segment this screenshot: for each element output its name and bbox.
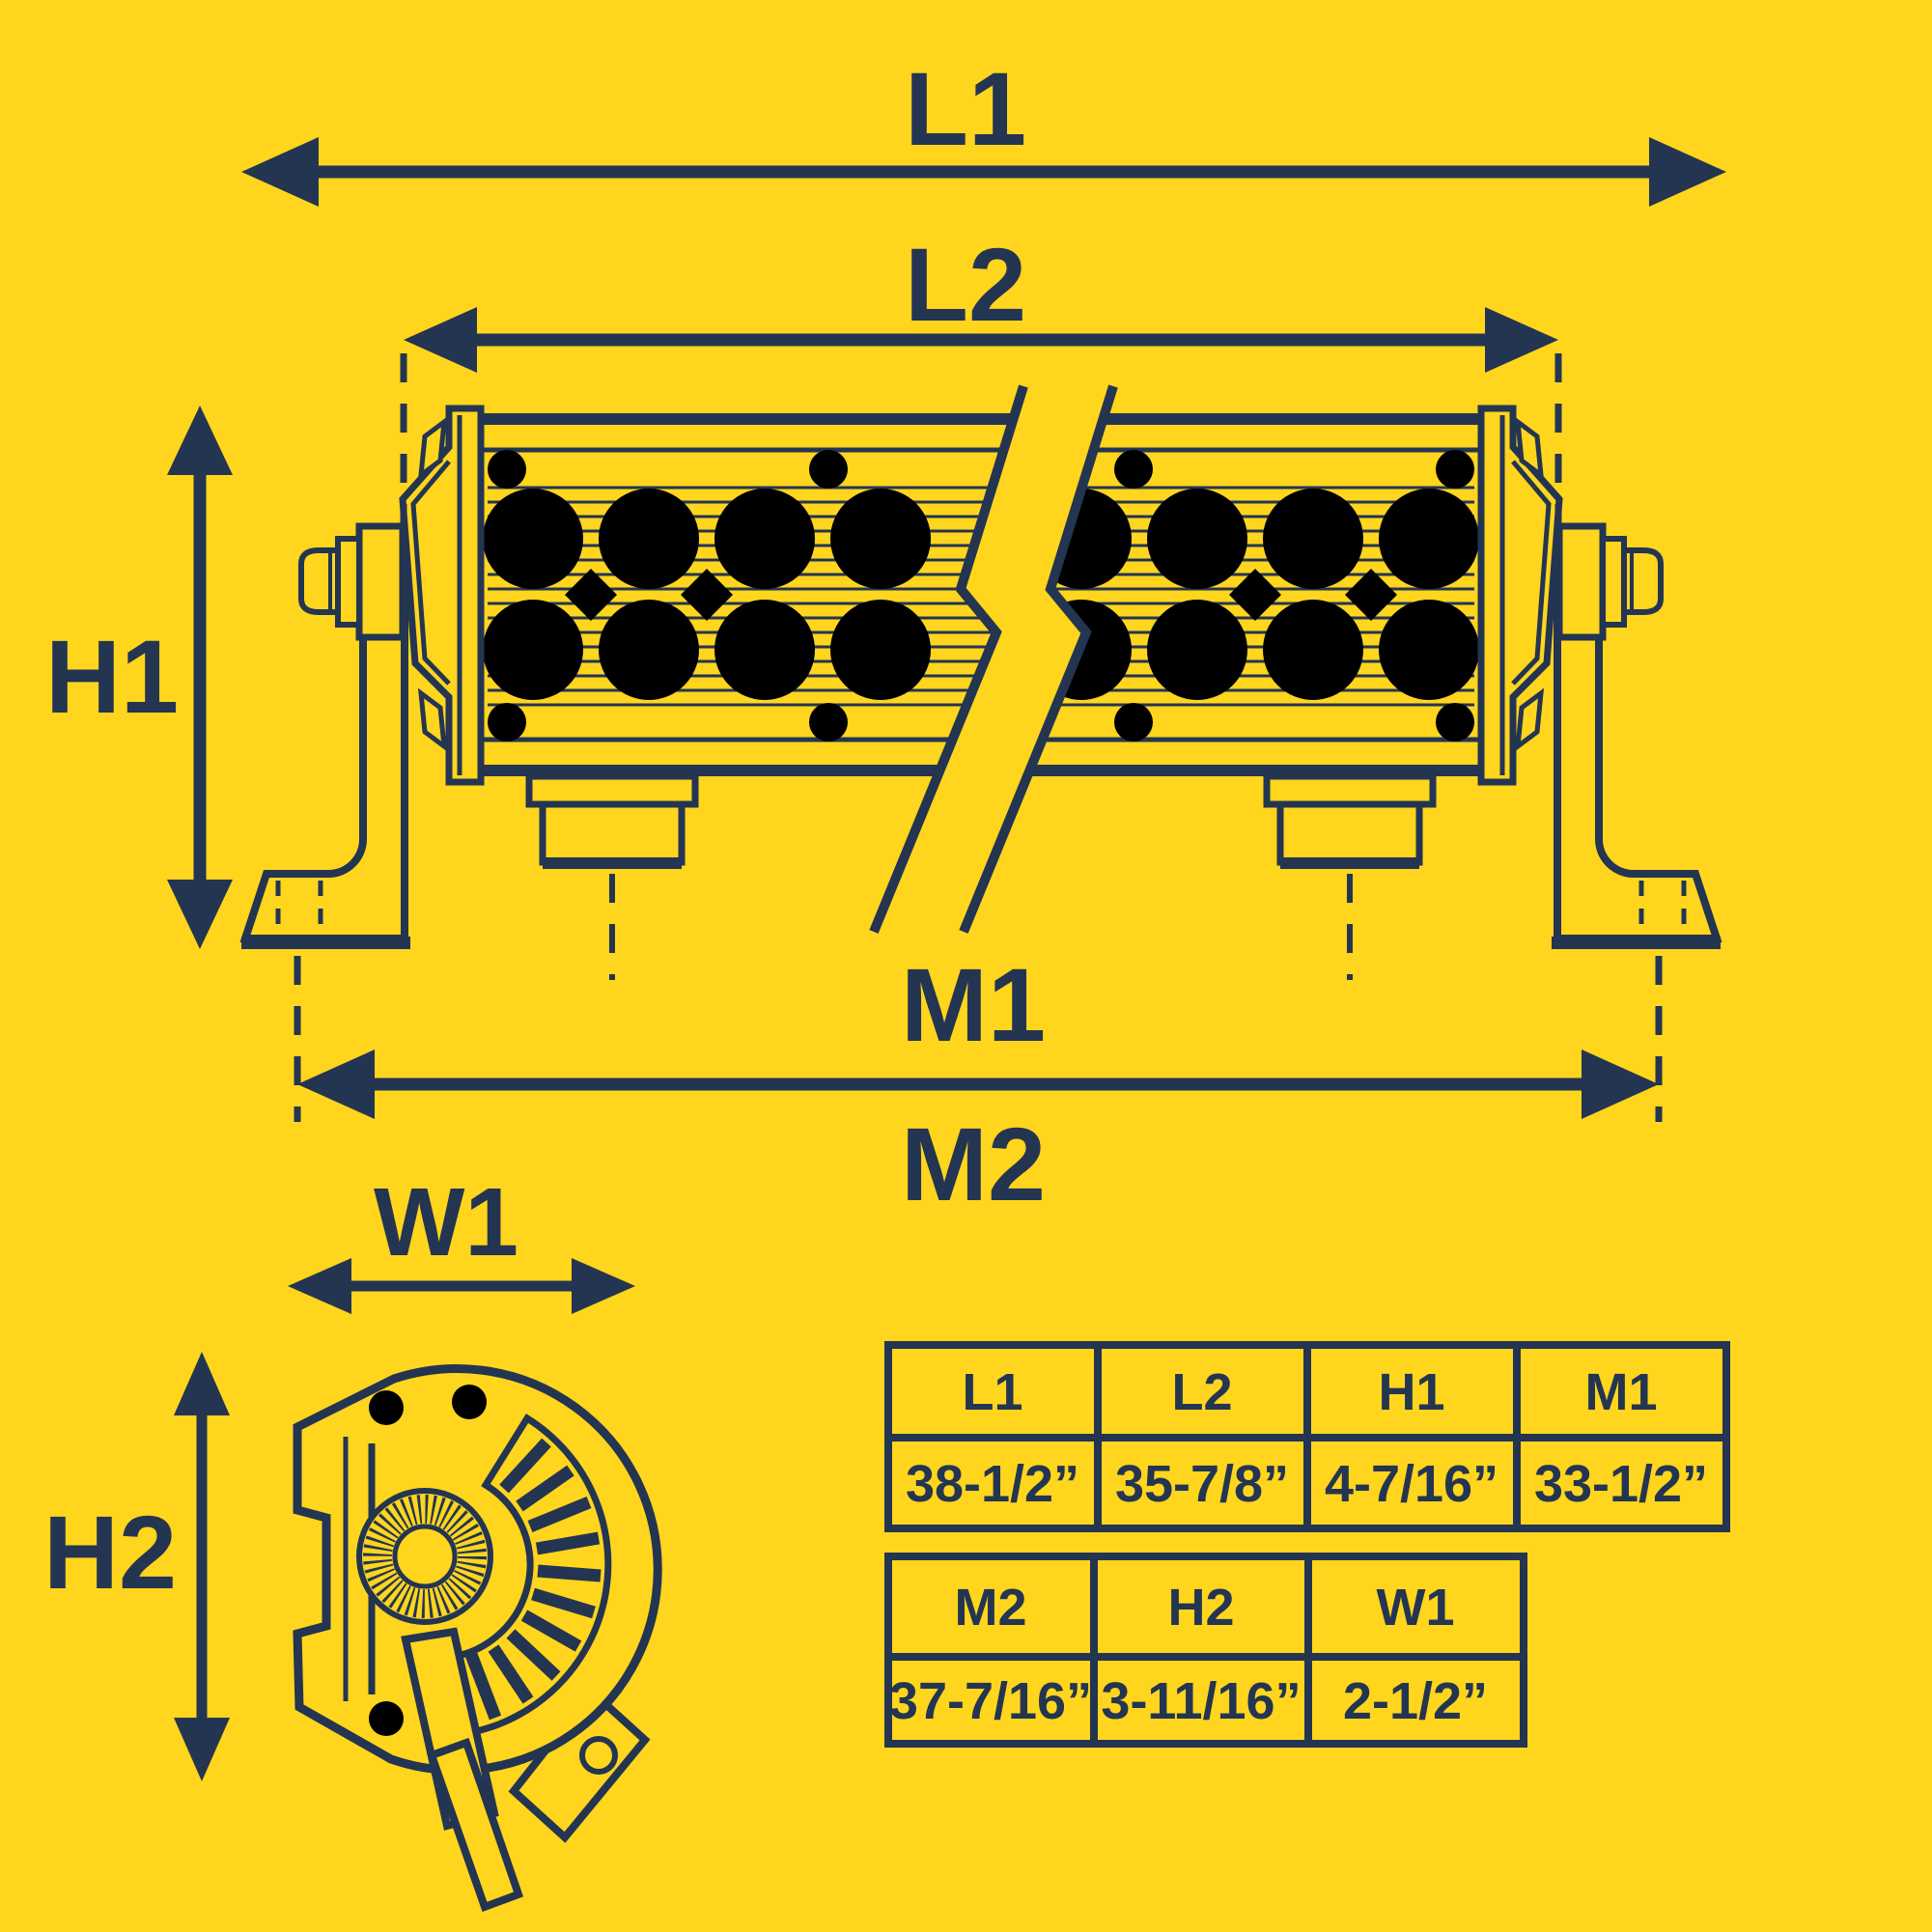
side-cooling-fins (442, 1414, 612, 1739)
dimension-w1: W1 (288, 1168, 635, 1314)
table1-header-h1: H1 (1378, 1363, 1444, 1421)
mounting-bracket-left (239, 542, 410, 949)
h1-arrowhead-bottom (167, 880, 233, 949)
dimension-m1-m2: M1 M2 (294, 874, 1663, 1222)
l2-label: L2 (905, 226, 1026, 343)
table2-value-w1: 2-1/2” (1343, 1672, 1488, 1730)
foot-plate-hole (579, 1736, 618, 1775)
side-bracket-leg (426, 1737, 524, 1913)
dimension-l2: L2 (400, 226, 1562, 526)
cap-tab-bottom-right (1514, 687, 1545, 752)
table1-header-m1: M1 (1584, 1363, 1657, 1421)
m2-label: M2 (901, 1106, 1046, 1222)
l2-arrowhead-right (1485, 307, 1558, 373)
l1-label: L1 (905, 50, 1026, 167)
dimension-h2: H2 (43, 1352, 230, 1781)
end-cap-right (1477, 405, 1563, 786)
table2-header-h2: H2 (1167, 1579, 1234, 1637)
side-lens (356, 1488, 493, 1625)
side-bolt-left (298, 522, 406, 641)
table1-value-h1: 4-7/16” (1325, 1455, 1498, 1513)
light-bar-side-view (293, 1364, 662, 1913)
h2-label: H2 (43, 1494, 177, 1610)
dimension-h1: H1 (45, 406, 233, 949)
side-foot-plate (508, 1686, 651, 1843)
slide-mount-right (1263, 772, 1437, 869)
h2-arrowhead-bottom (174, 1718, 230, 1781)
light-bar-front-view (239, 384, 1722, 949)
dimension-table-2: M2 H2 W1 37-7/16” 3-11/16” 2-1/2” (884, 1553, 1527, 1748)
break-symbol (869, 384, 1118, 934)
table2-value-m2: 37-7/16” (889, 1672, 1092, 1730)
dimension-table-1: L1 L2 H1 M1 38-1/2” 35-7/8” 4-7/16” 33-1… (884, 1341, 1730, 1532)
side-bolt-right (1555, 522, 1664, 641)
w1-arrowhead-right (572, 1258, 635, 1314)
table1-header-l1: L1 (962, 1363, 1022, 1421)
m-arrowhead-left (297, 1050, 375, 1119)
dimension-l1: L1 (241, 50, 1726, 207)
cap-tab-bottom-left (417, 687, 448, 752)
table1-header-l2: L2 (1171, 1363, 1232, 1421)
h2-arrowhead-top (174, 1352, 230, 1415)
w1-arrowhead-left (288, 1258, 351, 1314)
m1-label: M1 (901, 946, 1046, 1063)
table2-header-m2: M2 (954, 1579, 1026, 1637)
slide-mount-left (525, 772, 699, 869)
table1-value-m1: 33-1/2” (1534, 1455, 1708, 1513)
h1-arrowhead-top (167, 406, 233, 475)
lens-radial-hatch (363, 1495, 487, 1618)
table2-header-w1: W1 (1377, 1579, 1455, 1637)
table2-value-h2: 3-11/16” (1101, 1672, 1301, 1730)
table1-value-l2: 35-7/8” (1115, 1455, 1289, 1513)
l1-arrowhead-left (241, 137, 319, 207)
w1-label: W1 (374, 1168, 518, 1276)
cap-tab-top-left (417, 416, 448, 481)
l2-arrowhead-left (404, 307, 477, 373)
bar-top-edge (481, 413, 1481, 425)
m-arrowhead-right (1582, 1050, 1659, 1119)
mounting-bracket-right (1552, 542, 1722, 949)
h1-label: H1 (45, 618, 179, 735)
table1-value-l1: 38-1/2” (906, 1455, 1079, 1513)
cap-tab-top-right (1514, 416, 1545, 481)
end-cap-left (399, 405, 485, 786)
l1-arrowhead-right (1649, 137, 1726, 207)
